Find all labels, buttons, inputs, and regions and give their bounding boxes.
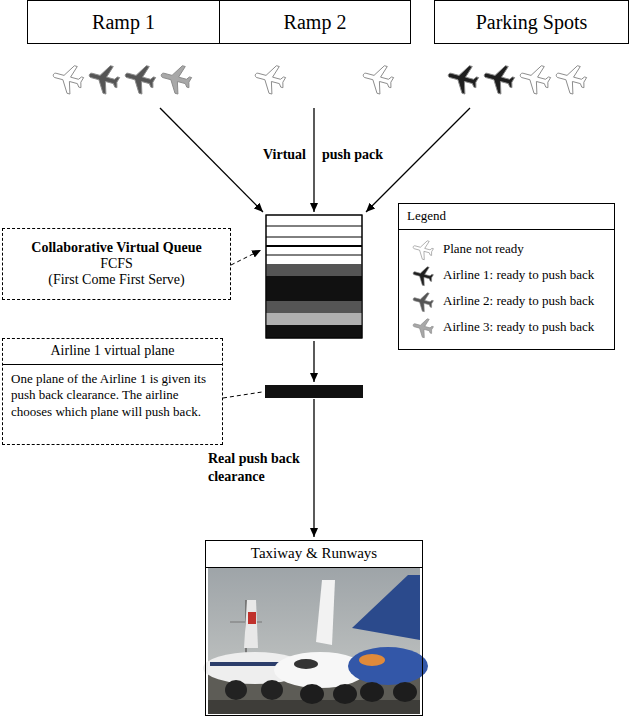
callout-text: (First Come First Serve): [48, 272, 185, 288]
legend-title: Legend: [399, 204, 614, 230]
callout-box: Airline 1 virtual planeOne plane of the …: [2, 338, 223, 445]
legend-text: Airline 2: ready to push back: [443, 293, 594, 309]
plane-icon: [553, 61, 589, 96]
arrow: [313, 399, 314, 537]
plane-icon: [252, 61, 288, 96]
arrow: [313, 341, 314, 382]
ramp-box: Ramp 1: [27, 0, 220, 44]
plane-row: [50, 61, 589, 96]
box-title: Ramp 2: [284, 11, 347, 34]
callout-box: Collaborative Virtual QueueFCFS(First Co…: [2, 228, 231, 300]
box-title: Ramp 1: [92, 11, 155, 34]
flow-label: Real push back clearance: [208, 450, 308, 485]
legend-item: Airline 3: ready to push back: [399, 314, 614, 340]
plane-icon: [50, 61, 86, 96]
legend-item: Plane not ready: [399, 236, 614, 262]
plane-icon: [517, 61, 553, 96]
legend-item: Airline 1: ready to push back: [399, 262, 614, 288]
arrow: [313, 108, 314, 212]
legend-list: Plane not readyAirline 1: ready to push …: [399, 230, 614, 344]
plane-icon: [86, 61, 122, 96]
plane-icon: [158, 61, 194, 96]
callout-leaders: [223, 250, 262, 398]
callout-text: One plane of the Airline 1 is given its …: [3, 365, 222, 426]
plane-icon: [122, 61, 158, 96]
plane-icon: [481, 61, 517, 96]
arrow: [160, 108, 263, 212]
legend-swatch: [411, 263, 435, 287]
callout-title: Airline 1 virtual plane: [3, 339, 222, 365]
taxiway-box: Taxiway & Runways: [205, 540, 423, 716]
legend-swatch: [411, 315, 435, 339]
box-title: Taxiway & Runways: [206, 541, 422, 568]
leader-line: [223, 392, 262, 398]
callout-title: Collaborative Virtual Queue: [31, 240, 201, 256]
legend-item: Airline 2: ready to push back: [399, 288, 614, 314]
legend-box: LegendPlane not readyAirline 1: ready to…: [398, 203, 615, 350]
legend-swatch: [411, 289, 435, 313]
leader-line: [231, 250, 261, 265]
ramp-box: Ramp 2: [219, 0, 411, 44]
virtual-plane-bar: [265, 385, 363, 398]
runway-photo: [203, 567, 428, 714]
plane-icon: [445, 61, 481, 96]
legend-text: Airline 3: ready to push back: [443, 319, 594, 335]
legend-text: Airline 1: ready to push back: [443, 267, 594, 283]
flow-label: Virtual: [236, 146, 306, 164]
plane-icon: [360, 61, 396, 96]
box-title: Parking Spots: [476, 11, 588, 34]
parking-box: Parking Spots: [434, 0, 629, 44]
callout-text: FCFS: [100, 256, 133, 272]
flow-label: push pack: [322, 146, 412, 164]
legend-text: Plane not ready: [443, 241, 524, 257]
legend-swatch: [411, 237, 435, 261]
queue-stack: [266, 215, 362, 338]
flow-arrows: [160, 108, 470, 537]
